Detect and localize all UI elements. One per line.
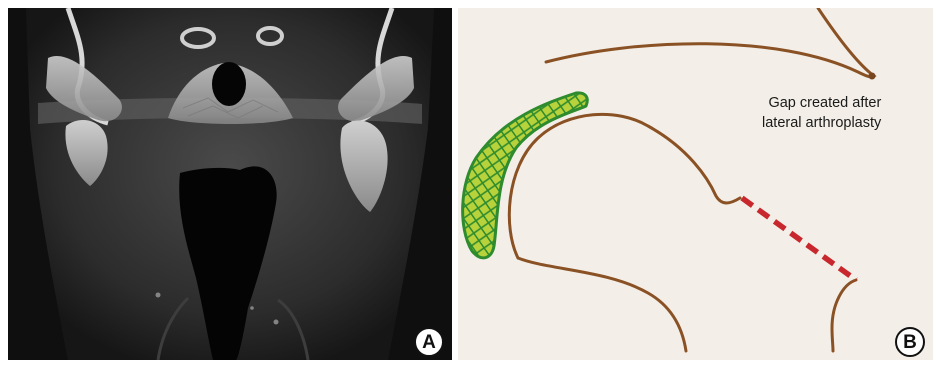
annotation-line-1: Gap created after [762,94,881,114]
gap-annotation: Gap created after lateral arthroplasty [762,94,881,133]
osteotomy-cut-line [742,198,856,280]
condyle-outline [509,114,740,258]
glenoid-fossa-outline [546,8,874,77]
schematic-drawing-panel: Gap created after lateral arthroplasty B [458,8,933,360]
graft-shape [463,93,588,258]
ct-scan-image [8,8,452,360]
arthroplasty-schematic [458,8,933,360]
panel-label-b: B [895,327,925,357]
panel-label-a: A [414,327,444,357]
annotation-line-2: lateral arthroplasty [762,114,881,134]
ct-scan-panel: A [8,8,452,360]
